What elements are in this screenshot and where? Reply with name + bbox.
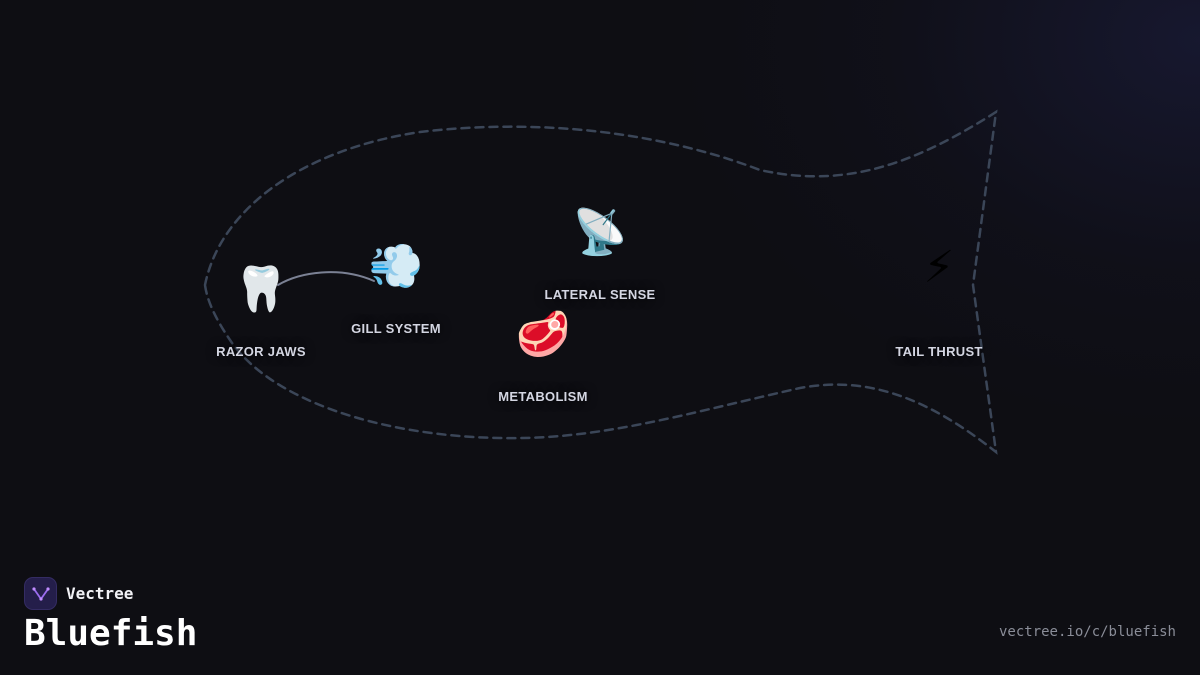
edge-razor-jaws-gill-system [277,271,375,286]
satellite-dish-icon: 📡 [572,207,628,258]
wind-icon: 💨 [368,241,424,292]
node-label-razor-jaws: RAZOR JAWS [216,344,306,359]
node-label-tail-thrust: TAIL THRUST [895,344,983,359]
meat-icon: 🥩 [515,309,571,360]
tooth-icon: 🦷 [233,264,289,315]
node-label-lateral-sense: LATERAL SENSE [544,287,656,302]
lightning-icon: ⚡ [923,242,955,293]
brand-name: Vectree [66,584,134,603]
source-url[interactable]: vectree.io/c/bluefish [998,624,1176,640]
brand: Vectree [24,577,133,610]
page-title: Bluefish [24,613,198,654]
node-label-metabolism: METABOLISM [498,389,588,404]
vectree-logo-icon [24,577,57,610]
fish-body-outline [203,109,998,455]
node-label-gill-system: GILL SYSTEM [351,321,441,336]
